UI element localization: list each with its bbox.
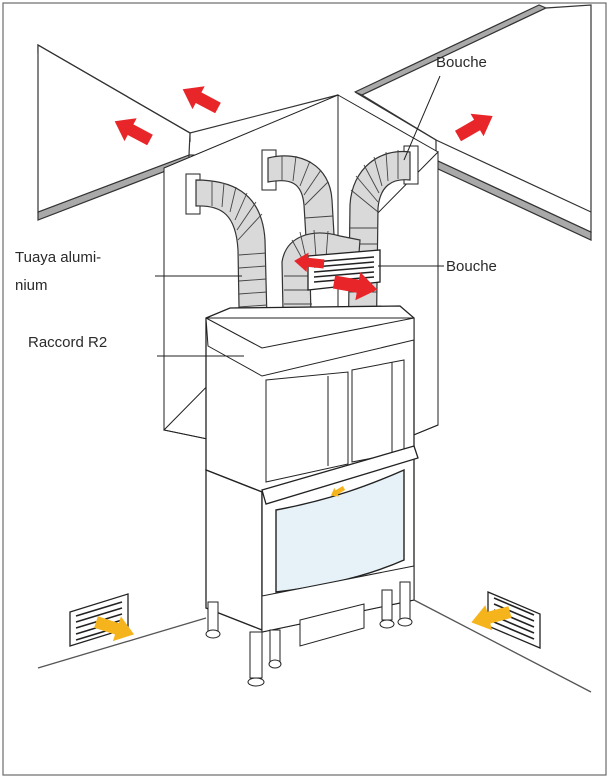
leg-front-left bbox=[249, 631, 263, 679]
label-bouche-top: Bouche bbox=[436, 54, 487, 71]
insert-door-panel-right bbox=[351, 359, 405, 463]
label-bouche-right: Bouche bbox=[446, 258, 497, 275]
insert-handle-bar bbox=[261, 445, 419, 505]
floor-grille-right bbox=[487, 591, 541, 649]
insert-door-panel-left bbox=[265, 371, 349, 483]
leader-bouche-top bbox=[403, 75, 441, 161]
fireplace-insert bbox=[205, 305, 419, 687]
ash-drawer bbox=[299, 603, 365, 647]
floor bbox=[37, 599, 592, 693]
label-raccord: Raccord R2 bbox=[28, 334, 107, 351]
labels: Bouche Bouche Tuaya alumi- nium Raccord … bbox=[15, 54, 497, 357]
leg-front-right bbox=[381, 589, 393, 621]
leg-back-left bbox=[207, 601, 219, 633]
hot-air-arrow-2 bbox=[176, 77, 225, 120]
label-tuaya-line2: nium bbox=[15, 277, 48, 294]
leg-back-right bbox=[399, 581, 411, 621]
label-tuaya-line1: Tuaya alumi- bbox=[15, 249, 101, 266]
